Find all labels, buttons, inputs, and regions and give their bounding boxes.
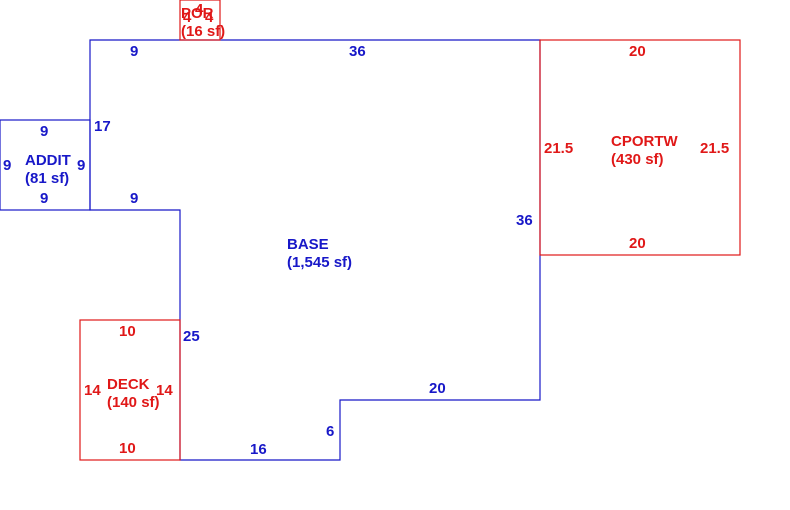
- base-dim-top-left: 9: [130, 43, 138, 60]
- deck-outline: [79, 319, 181, 461]
- base-dim-bottom-right: 20: [429, 380, 446, 397]
- base-dim-step-riser: 6: [326, 423, 334, 440]
- base-area-label: (1,545 sf): [287, 254, 352, 271]
- base-dim-top-right: 36: [349, 43, 366, 60]
- base-dim-bottom-left: 16: [250, 441, 267, 458]
- cportw-dim-top: 20: [629, 43, 646, 60]
- por-dim-left: 4: [183, 9, 192, 26]
- deck-dim-left: 14: [84, 382, 101, 399]
- addit-area-label: (81 sf): [25, 170, 69, 187]
- por-dim-top: 4: [195, 1, 204, 18]
- deck-area-label: (140 sf): [107, 394, 160, 411]
- por-dim-right: 4: [205, 9, 214, 26]
- deck-dim-right: 14: [156, 382, 173, 399]
- deck-dim-bottom: 10: [119, 440, 136, 457]
- addit-name-label: ADDIT: [25, 152, 71, 169]
- por-name-label: POR: [181, 5, 214, 22]
- cportw-dim-bottom: 20: [629, 235, 646, 252]
- por-area-label: (16 sf): [181, 23, 225, 40]
- base-name-label: BASE: [287, 236, 329, 253]
- base-dim-left-lower: 25: [183, 328, 200, 345]
- deck-name-label: DECK: [107, 376, 150, 393]
- base-dim-left-upper: 17: [94, 118, 111, 135]
- cportw-outline: [539, 39, 741, 256]
- cportw-area-label: (430 sf): [611, 151, 664, 168]
- addit-dim-top: 9: [40, 123, 48, 140]
- addit-outline: [0, 119, 91, 211]
- cportw-name-label: CPORTW: [611, 133, 679, 150]
- base-dim-step-top: 9: [130, 190, 138, 207]
- addit-dim-bottom: 9: [40, 190, 48, 207]
- cportw-dim-right: 21.5: [700, 140, 729, 157]
- cportw-dim-left: 21.5: [544, 140, 573, 157]
- deck-dim-top: 10: [119, 323, 136, 340]
- base-dim-right: 36: [516, 212, 533, 229]
- addit-dim-right: 9: [77, 157, 85, 174]
- addit-dim-left: 9: [3, 157, 11, 174]
- por-outline: [179, 0, 221, 41]
